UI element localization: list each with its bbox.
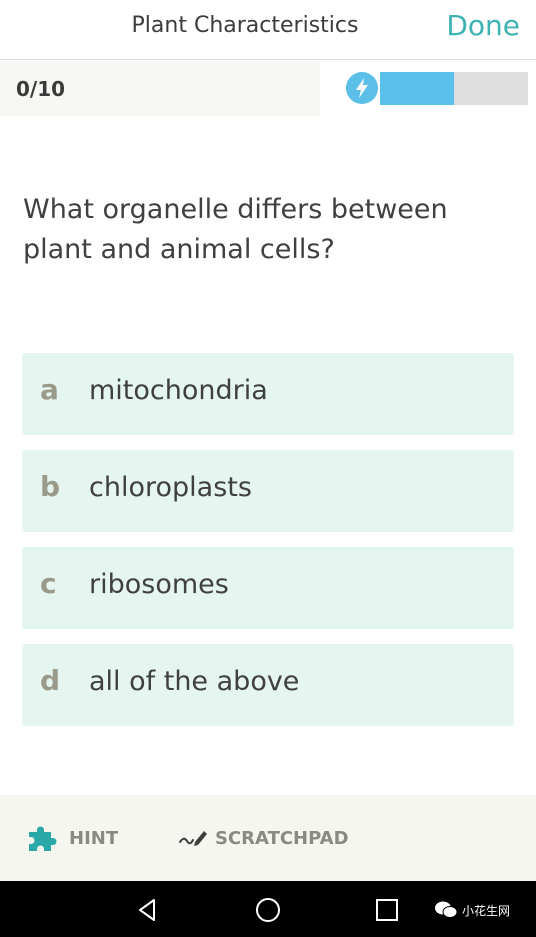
lightning-bolt-icon <box>346 72 378 104</box>
wechat-icon <box>435 901 458 918</box>
scratchpad-label: SCRATCHPAD <box>215 828 349 849</box>
hint-label: HINT <box>69 828 119 849</box>
home-circle-icon[interactable] <box>253 895 283 925</box>
answer-option-c[interactable]: c ribosomes <box>22 547 514 629</box>
header-bar: Plant Characteristics Done <box>0 0 536 60</box>
answer-option-d[interactable]: d all of the above <box>22 644 514 726</box>
hint-button[interactable]: HINT <box>26 825 126 851</box>
answer-letter: b <box>40 470 61 503</box>
answer-text: all of the above <box>89 666 300 697</box>
answer-letter: c <box>40 567 57 600</box>
progress-bar-fill <box>380 72 454 105</box>
recents-square-icon[interactable] <box>372 895 402 925</box>
score-box: 0/10 <box>0 61 320 116</box>
pencil-scribble-icon <box>179 831 207 846</box>
answer-text: ribosomes <box>89 569 229 600</box>
watermark-text: 小花生网 <box>462 904 511 918</box>
answer-letter: d <box>40 664 61 697</box>
done-button[interactable]: Done <box>446 9 520 42</box>
progress-row: 0/10 <box>0 61 536 116</box>
progress-bar <box>380 72 528 105</box>
answer-text: mitochondria <box>89 375 268 406</box>
score-counter: 0/10 <box>16 77 66 101</box>
scratchpad-button[interactable]: SCRATCHPAD <box>178 825 358 851</box>
answer-text: chloroplasts <box>89 472 252 503</box>
puzzle-piece-icon <box>29 826 57 851</box>
answer-option-b[interactable]: b chloroplasts <box>22 450 514 532</box>
back-triangle-icon[interactable] <box>133 895 163 925</box>
question-text: What organelle differs between plant and… <box>23 194 448 265</box>
answer-option-a[interactable]: a mitochondria <box>22 353 514 435</box>
android-nav-bar: 小花生网 <box>0 881 536 937</box>
bottom-toolbar: HINT SCRATCHPAD <box>0 795 536 881</box>
watermark: 小花生网 <box>434 900 520 920</box>
page-title: Plant Characteristics <box>131 13 359 38</box>
answer-letter: a <box>40 373 59 406</box>
